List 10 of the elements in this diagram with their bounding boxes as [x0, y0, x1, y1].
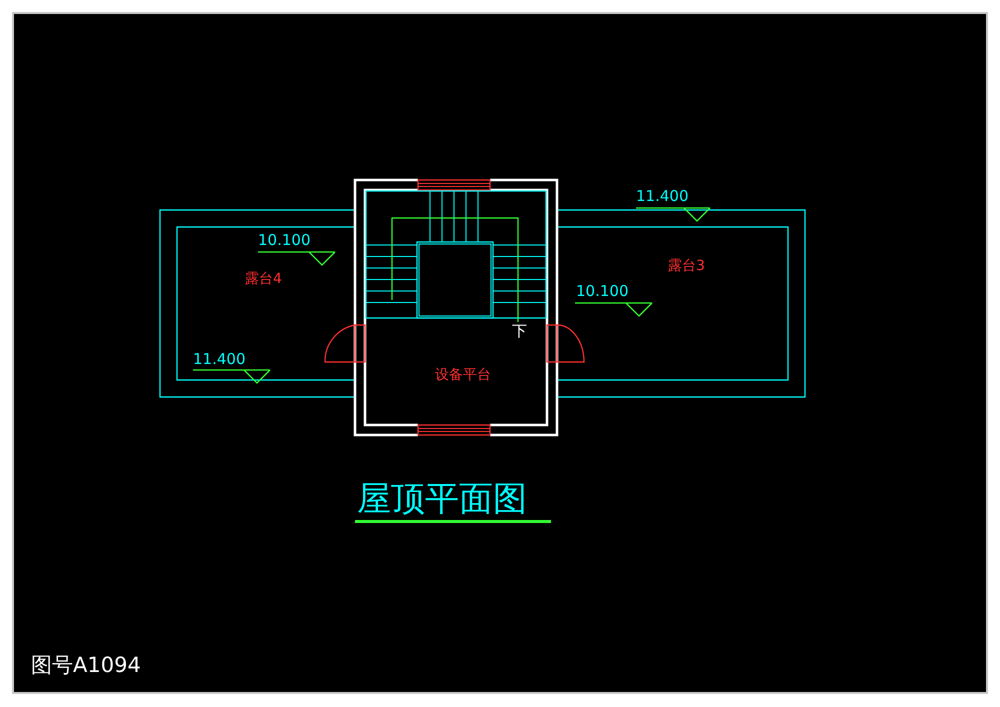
room-label: 设备平台 [435, 368, 491, 382]
room-label: 露台3 [668, 259, 705, 273]
elevation-label: 11.400 [636, 189, 688, 204]
elevation-label: 10.100 [576, 284, 628, 299]
drawing-number: 图号A1094 [31, 655, 141, 676]
drawing-title: 屋顶平面图 [357, 482, 527, 516]
elevation-label: 11.400 [193, 352, 246, 367]
stair-direction-label: 下 [512, 324, 527, 339]
elevation-label: 10.100 [258, 233, 310, 248]
room-label: 露台4 [245, 272, 282, 286]
